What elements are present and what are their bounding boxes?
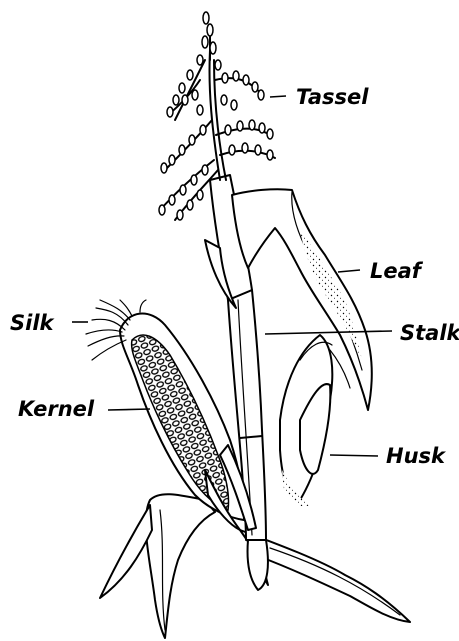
tassel-leader bbox=[270, 96, 286, 97]
label-stalk: Stalk bbox=[400, 321, 459, 345]
stalk-leader bbox=[265, 331, 392, 334]
leaf-leader bbox=[338, 270, 360, 272]
label-leaf: Leaf bbox=[370, 259, 424, 283]
stalk-shape bbox=[228, 290, 268, 590]
husk-leader bbox=[330, 455, 378, 456]
husk-shape bbox=[280, 335, 350, 506]
label-husk: Husk bbox=[386, 444, 447, 468]
kernel-leader bbox=[108, 409, 150, 410]
label-kernel: Kernel bbox=[18, 397, 95, 421]
label-tassel: Tassel bbox=[296, 85, 369, 109]
label-silk: Silk bbox=[10, 311, 56, 335]
